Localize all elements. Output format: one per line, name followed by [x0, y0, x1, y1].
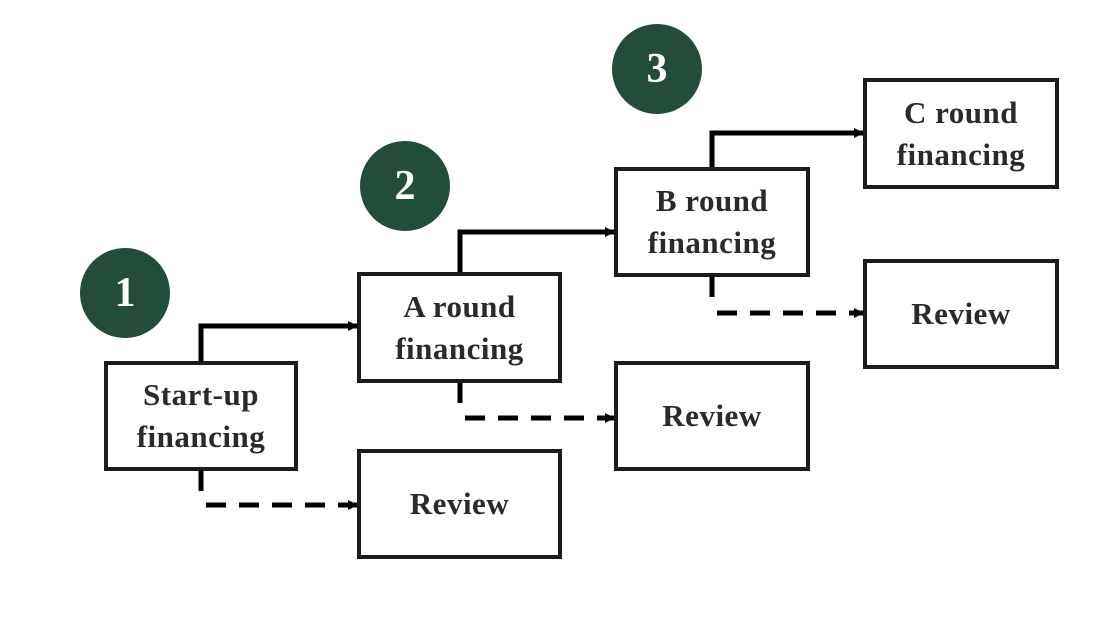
advance-arrow-startup-to-a: [198, 321, 358, 361]
b-round-financing-label: B round financing: [647, 183, 777, 260]
stage-2-number-badge: 2: [360, 141, 450, 231]
c-round-financing-box: C round financing: [863, 78, 1059, 189]
stage-1-number: 1: [114, 270, 136, 316]
a-round-review-label: Review: [662, 398, 762, 433]
advance-arrow-a-to-b: [457, 227, 615, 272]
b-round-financing-box: B round financing: [614, 167, 810, 277]
stage-3-number: 3: [646, 46, 668, 92]
b-round-review-label: Review: [911, 296, 1011, 331]
startup-review-box: Review: [357, 449, 562, 559]
stage-3-number-badge: 3: [612, 24, 702, 114]
startup-financing-box: Start-up financing: [104, 361, 298, 471]
stage-1-number-badge: 1: [80, 248, 170, 338]
stage-2-number: 2: [394, 163, 416, 209]
a-round-review-box: Review: [614, 361, 810, 471]
a-round-financing-box: A round financing: [357, 272, 562, 383]
a-round-financing-label: A round financing: [395, 288, 524, 366]
advance-arrow-b-to-c: [709, 128, 864, 167]
c-round-financing-label: C round financing: [896, 94, 1026, 172]
startup-financing-label: Start-up financing: [136, 377, 266, 454]
b-round-review-box: Review: [863, 259, 1059, 369]
startup-review-label: Review: [409, 486, 510, 521]
